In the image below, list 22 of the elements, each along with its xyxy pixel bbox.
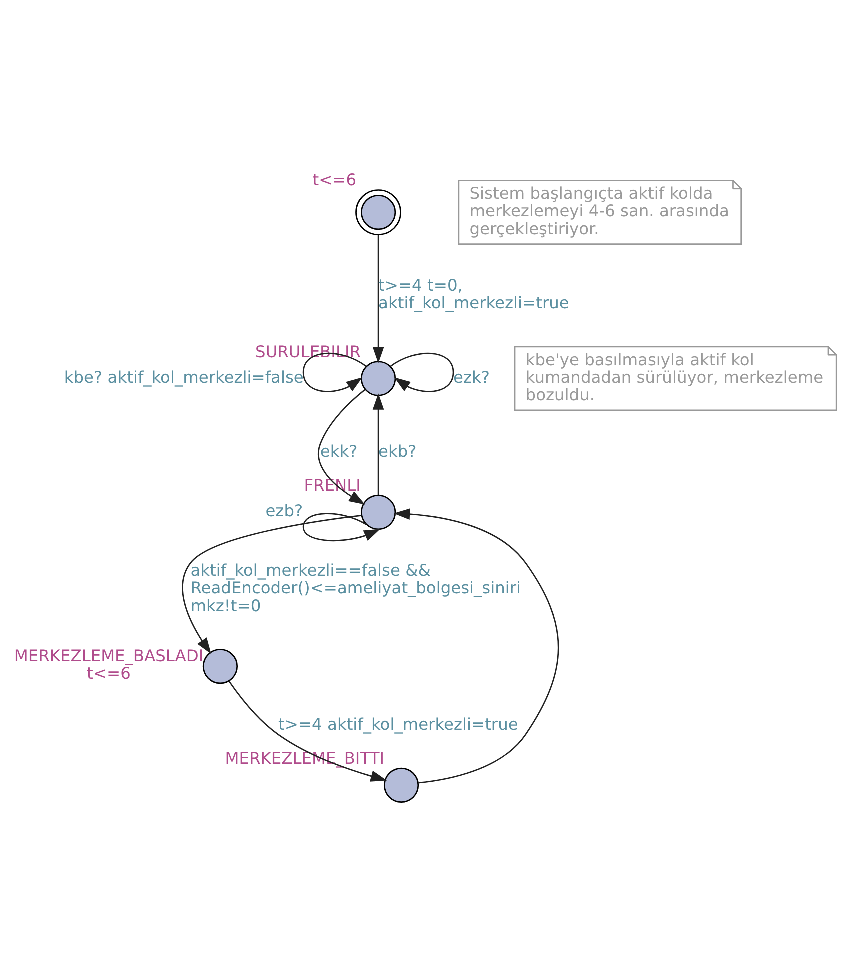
node-circle — [360, 494, 396, 530]
arrow — [302, 352, 366, 392]
edge-label: ekk? — [320, 442, 358, 461]
node-circle — [383, 767, 419, 802]
arrow — [372, 393, 384, 495]
edge-label: t>=4 aktif_kol_merkezli=true — [278, 714, 518, 734]
edge-label: kbe? aktif_kol_merkezli=false — [64, 367, 304, 386]
node-label: MERKEZLEME_BASLADI — [14, 646, 204, 665]
node-circle — [360, 360, 396, 396]
arrow — [372, 234, 384, 363]
arrow — [182, 514, 362, 654]
node-label: SURULEBILIR — [255, 342, 361, 361]
arrow — [302, 512, 380, 542]
node-label: t<=6 — [312, 170, 356, 190]
arrow — [390, 352, 454, 392]
node-circle — [355, 189, 402, 235]
node-circle — [202, 648, 238, 684]
edge-label: aktif_kol_merkezli==false && ReadEncoder()<=ameliyat_bolgesi_siniri mkz!t=0 — [190, 560, 521, 615]
node-label: t<=6 — [86, 663, 130, 682]
edge-label: ezb? — [265, 501, 303, 520]
edge-label: ezk? — [453, 367, 490, 386]
arrow — [393, 508, 559, 784]
